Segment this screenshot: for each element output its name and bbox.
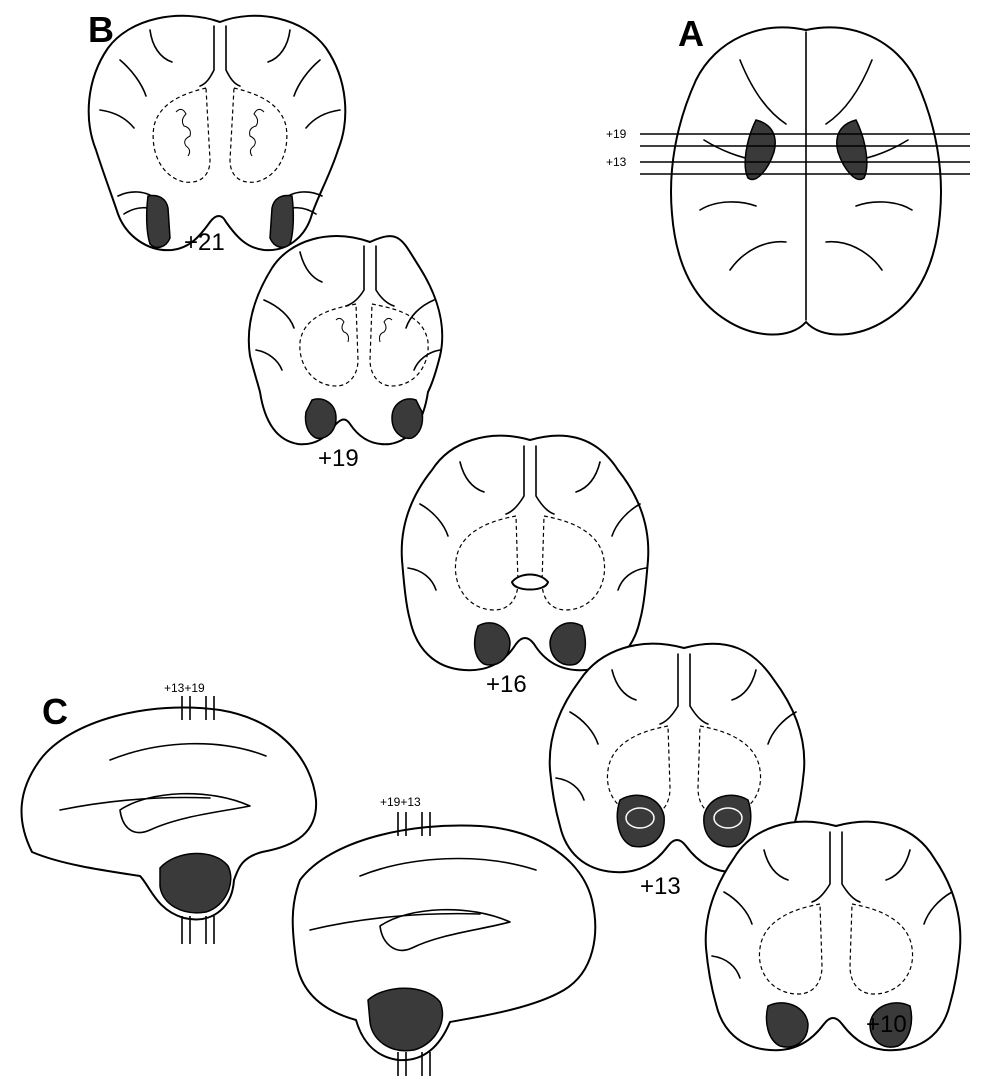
ventral-brain-view (671, 27, 941, 334)
medial-right-levels: +19+13 (380, 795, 421, 809)
medial-view-left (22, 707, 317, 919)
coronal-section-plus19 (249, 236, 442, 444)
medial-left-levels: +13+19 (164, 681, 205, 695)
panel-letter-a: A (678, 13, 704, 54)
section-label-plus19: +19 (318, 445, 359, 472)
medial-view-right (293, 825, 596, 1060)
section-label-plus21: +21 (184, 229, 225, 256)
ventral-level-label-19: +19 (606, 127, 627, 141)
coronal-section-plus10 (706, 822, 961, 1051)
ventral-level-label-13: +13 (606, 155, 627, 169)
section-label-plus16: +16 (486, 671, 527, 698)
coronal-section-plus21 (89, 16, 346, 250)
section-label-plus13: +13 (640, 873, 681, 900)
section-label-plus10: +10 (866, 1011, 907, 1038)
panel-letter-c: C (42, 691, 68, 732)
coronal-section-plus16 (402, 436, 649, 671)
